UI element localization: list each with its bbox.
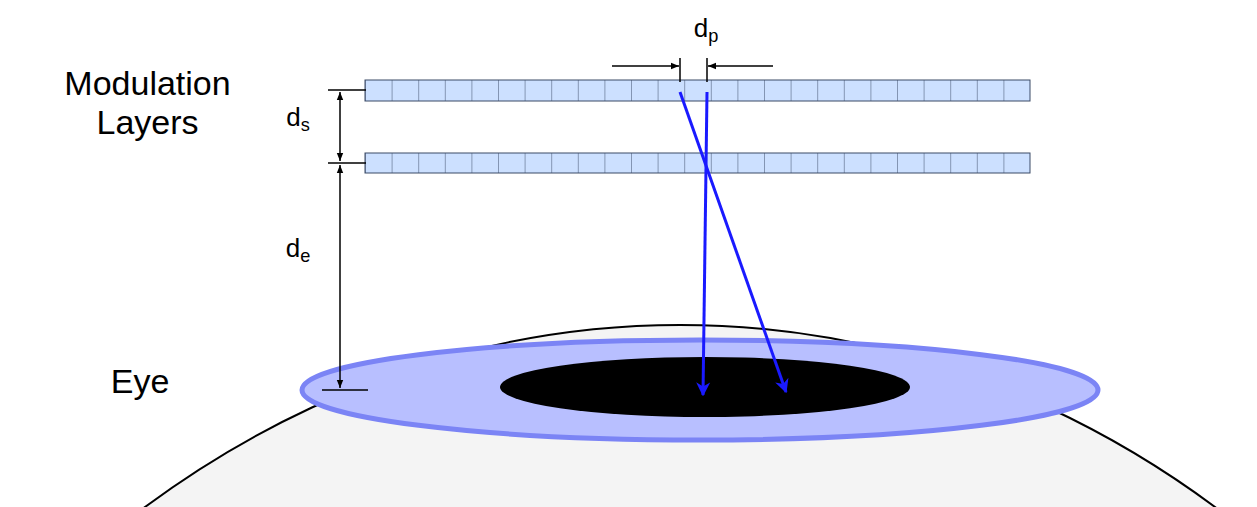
eye-ball [0,325,1257,507]
pupil [500,357,910,417]
iris [302,340,1098,440]
light-ray [680,92,786,395]
dimension: dp [676,14,736,46]
part-name: Eye [90,362,190,401]
dimension: ds [268,103,328,135]
modulation-layer [365,153,1030,173]
modulation-layer [365,80,1030,101]
dimension: de [268,234,328,266]
part-name: Modulation Layers [40,64,255,142]
